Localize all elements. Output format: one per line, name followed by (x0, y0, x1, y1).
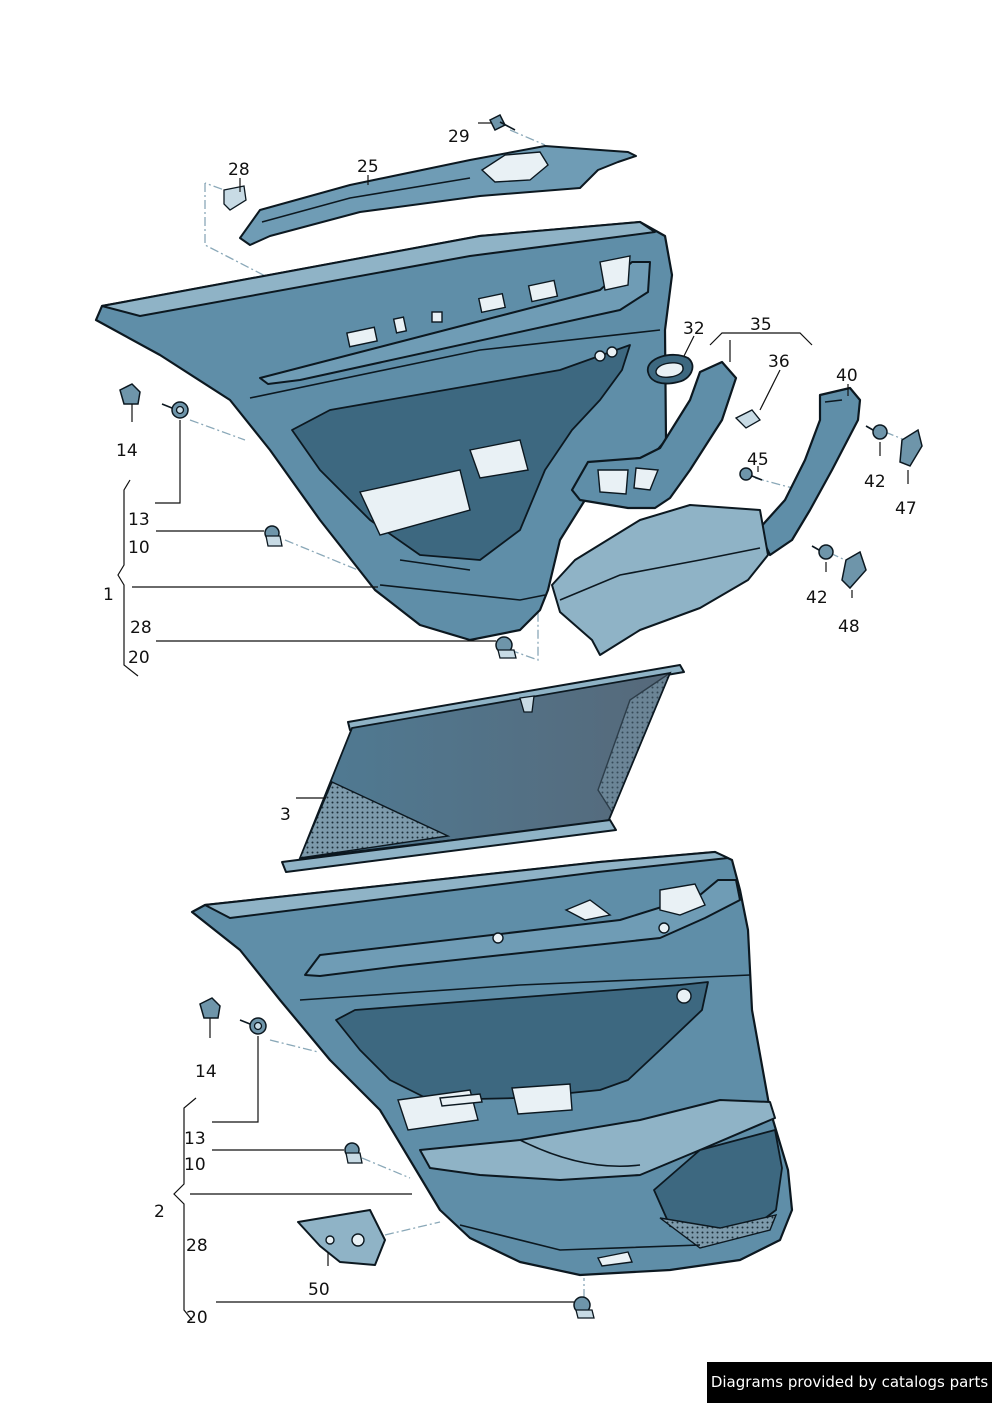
callout-13-lower: 13 (184, 1129, 206, 1149)
screw-42-a (865, 424, 888, 440)
door-trim-panel-1 (94, 220, 674, 642)
grommet-13-lower (239, 1017, 267, 1035)
callout-25: 25 (357, 157, 379, 177)
callout-47: 47 (895, 499, 917, 519)
upper-switch-cutouts (346, 255, 631, 348)
callout-42-upper: 42 (864, 472, 886, 492)
callout-45: 45 (747, 450, 769, 470)
clip-14-upper (119, 383, 141, 405)
upper-trim-strip-25 (239, 145, 637, 246)
callout-10-upper: 10 (128, 538, 150, 558)
armrest-switch-cutouts (358, 346, 618, 536)
clip-28-upper (223, 185, 247, 211)
fasteners-upper (119, 113, 888, 659)
ring-trim-32 (647, 353, 694, 385)
grommet-13-upper (161, 401, 189, 419)
callout-1: 1 (103, 585, 114, 605)
cover-cap-47 (899, 428, 923, 467)
clip-36 (734, 409, 761, 429)
clip-14-lower (199, 997, 221, 1019)
speaker-cover-50 (297, 1209, 386, 1266)
callout-20-lower: 20 (186, 1308, 208, 1328)
clip-20-lower (573, 1296, 595, 1319)
screw-45 (739, 467, 763, 481)
armrest-pad (551, 504, 769, 656)
leader-lines (117, 122, 909, 1321)
callout-48: 48 (838, 617, 860, 637)
callout-20-upper: 20 (128, 648, 150, 668)
callout-14-lower: 14 (195, 1062, 217, 1082)
screw-29 (488, 113, 516, 132)
callout-40: 40 (836, 366, 858, 386)
fasteners-lower (199, 997, 595, 1319)
credit-banner: Diagrams provided by catalogs parts (707, 1362, 992, 1403)
callout-42-lower: 42 (806, 588, 828, 608)
clip-10-upper (264, 525, 283, 547)
cover-cap-48 (841, 550, 867, 590)
lower-upper-switch-cutouts (492, 883, 706, 944)
screw-42-b (811, 544, 834, 560)
callout-14-upper: 14 (116, 441, 138, 461)
callout-28-mid: 28 (130, 618, 152, 638)
callout-50: 50 (308, 1280, 330, 1300)
callout-36: 36 (768, 352, 790, 372)
insulation-panel-3 (281, 664, 685, 873)
handle-bracket-35 (570, 360, 738, 510)
door-trim-panel-2 (190, 850, 794, 1277)
clip-20-upper (495, 636, 517, 659)
callout-28-top: 28 (228, 160, 250, 180)
callout-29: 29 (448, 127, 470, 147)
grab-bar-40 (756, 386, 862, 557)
lower-armrest-cutouts (397, 1083, 573, 1131)
callout-32: 32 (683, 319, 705, 339)
callout-10-lower: 10 (184, 1155, 206, 1175)
callout-35: 35 (750, 315, 772, 335)
callout-labels: 28 25 29 14 13 10 1 28 20 32 35 36 40 45… (103, 127, 917, 1328)
callout-2: 2 (154, 1202, 165, 1222)
callout-3: 3 (280, 805, 291, 825)
clip-10-lower (344, 1142, 363, 1164)
callout-28-lower: 28 (186, 1236, 208, 1256)
callout-13-upper: 13 (128, 510, 150, 530)
